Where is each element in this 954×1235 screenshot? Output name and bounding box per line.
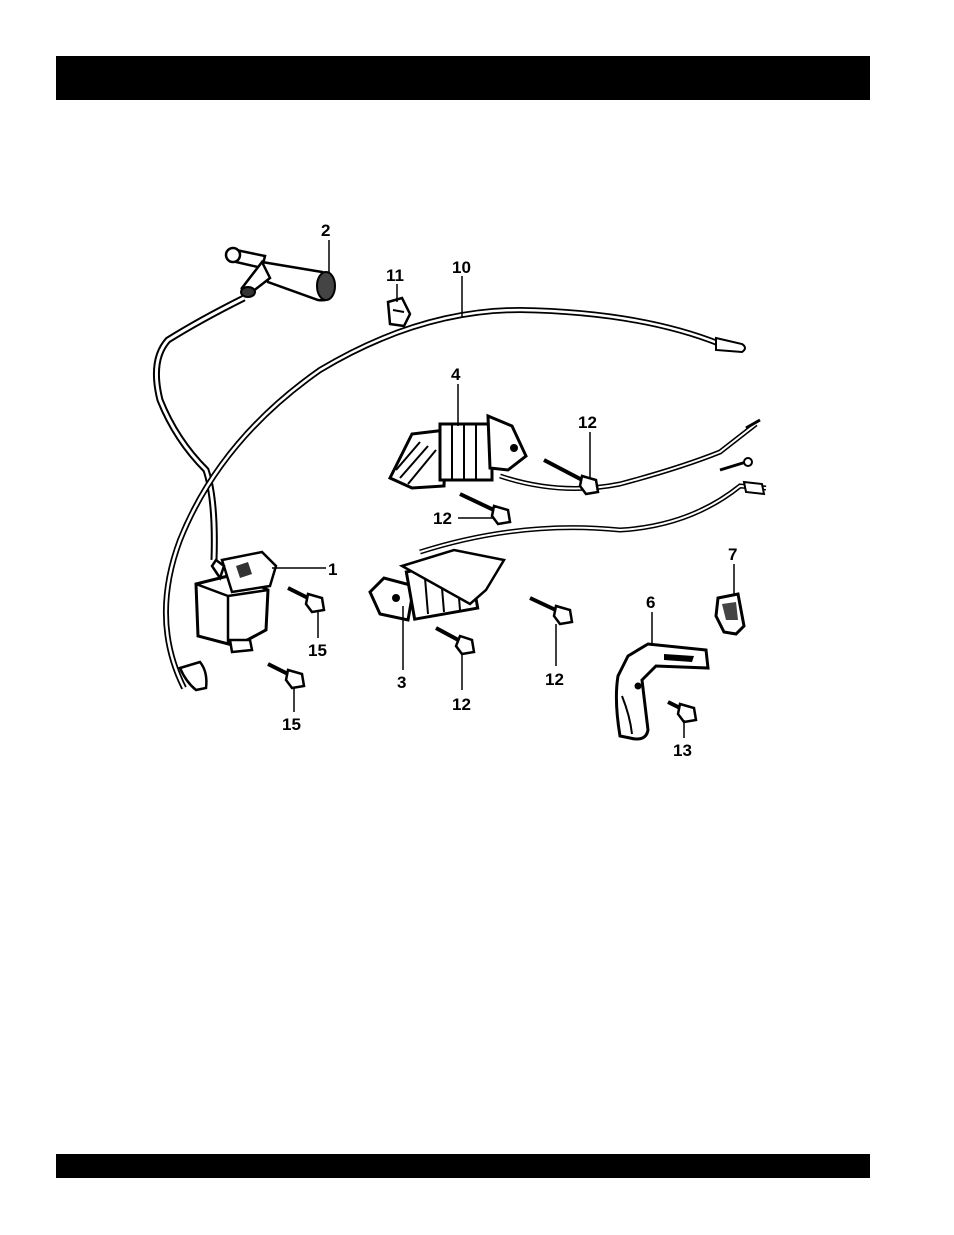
- bolt-15-upper: [288, 588, 324, 612]
- spark-plug-cap: [226, 248, 335, 300]
- callout-3: 3: [397, 673, 406, 692]
- charge-coil-lower: [370, 550, 504, 620]
- bolt-15-lower: [268, 664, 304, 688]
- bolt-12-middle: [460, 494, 510, 524]
- callout-6: 6: [646, 593, 655, 612]
- callout-4: 4: [451, 365, 461, 384]
- callout-13: 13: [673, 741, 692, 760]
- callout-12-lower-right: 12: [545, 670, 564, 689]
- bolt-12-lower-right: [530, 598, 572, 624]
- callout-15-lower: 15: [282, 715, 301, 734]
- callout-2: 2: [321, 221, 330, 240]
- callout-12-upper: 12: [578, 413, 597, 432]
- ignition-coil: [196, 552, 276, 652]
- callout-7: 7: [728, 545, 737, 564]
- callout-11: 11: [386, 266, 404, 285]
- callout-10: 10: [452, 258, 471, 277]
- callout-15-upper: 15: [308, 641, 327, 660]
- callout-12-middle: 12: [433, 509, 452, 528]
- callout-1: 1: [328, 560, 337, 579]
- callout-12-lower-left: 12: [452, 695, 471, 714]
- clip-7: [716, 594, 744, 634]
- bracket: [616, 644, 708, 739]
- wire-clip: [388, 298, 410, 326]
- bolt-13: [668, 702, 696, 722]
- bolt-12-lower-left: [436, 628, 474, 654]
